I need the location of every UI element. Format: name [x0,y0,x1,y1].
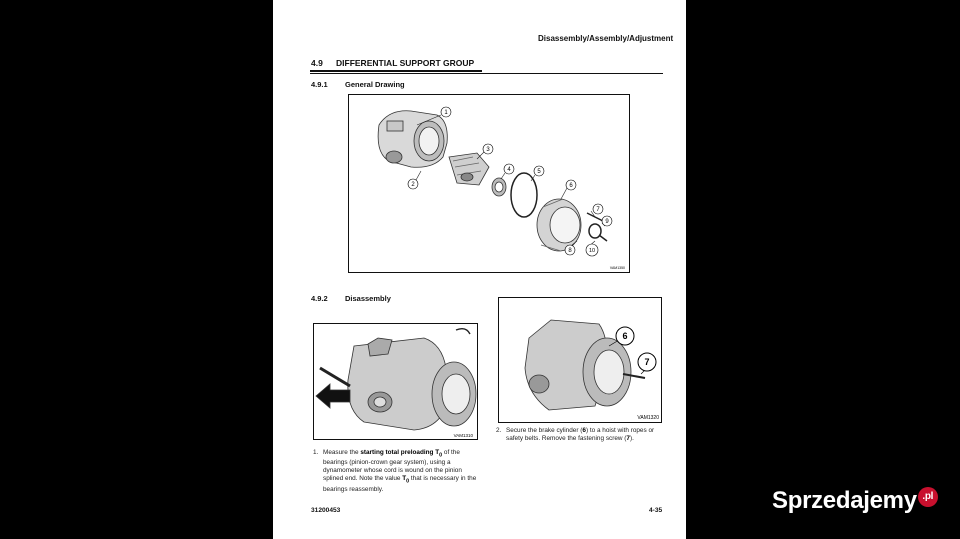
step-2-text-b: ) to a hoist with ropes or safety belts.… [506,427,655,442]
callout-9: 9 [601,215,613,227]
callout-7-label: 7 [596,207,600,213]
subsection-number-2: 4.9.2 [311,294,328,303]
callout-2-label: 2 [411,182,415,188]
photo2-callout-7: 7 [637,352,657,372]
step-2-caption: 2. Secure the brake cylinder (6) to a ho… [496,427,668,443]
watermark-tld: .pl [917,487,938,507]
step-1-bold-a: starting total preloading T0 [360,449,443,459]
photo-pinion-measurement: VAM1310 [313,323,478,440]
callout-2: 2 [407,178,419,190]
step-1-bold-text: starting total preloading T [360,449,440,456]
drawing-code: VAM1350 [610,266,625,270]
step-1-number: 1. [313,449,319,456]
callout-5-label: 5 [537,169,541,175]
callout-4-label: 4 [507,167,511,173]
step-2-ref-6: 6 [582,427,586,434]
photo2-callout-7-label: 7 [644,357,649,367]
step-2-ref-7: 7 [626,435,630,442]
callout-10: 10 [585,243,599,257]
step-2-text-a: Secure the brake cylinder ( [506,427,583,434]
watermark-logo: Sprzedajemy.pl [772,487,938,515]
step-1-sub2: 0 [406,478,410,485]
general-drawing: 1 2 3 4 5 6 7 9 8 10 VAM1350 [348,94,630,273]
step-1-caption: 1. Measure the starting total preloading… [313,449,481,494]
photo1-code: VAM1310 [454,433,474,438]
step-2-number: 2. [496,427,502,434]
step-1-text-a: Measure the [323,449,361,456]
callout-10-label: 10 [589,248,595,254]
callout-8-label: 8 [568,248,572,254]
subsection-number: 4.9.1 [311,80,328,89]
callout-6-label: 6 [569,183,573,189]
callout-4: 4 [503,163,515,175]
callout-3: 3 [482,143,494,155]
callout-6: 6 [565,179,577,191]
callout-1: 1 [440,106,452,118]
photo-brake-cylinder: 6 7 VAM1320 [498,297,662,423]
subsection-title-2: Disassembly [345,294,391,303]
brake-cylinder-illustration: 6 7 VAM1320 [524,319,659,421]
photo2-code: VAM1320 [637,415,659,421]
callout-3-label: 3 [486,147,490,153]
running-header: Disassembly/Assembly/Adjustment [538,34,674,43]
exploded-view-illustration: 1 2 3 4 5 6 7 9 8 10 VAM1350 [377,106,625,270]
subsection-title: General Drawing [345,80,405,89]
step-1-sub: 0 [439,452,443,459]
manual-page: Disassembly/Assembly/Adjustment 4.9 DIFF… [273,0,686,539]
step-2-text-c: ). [629,435,634,442]
pinion-measurement-illustration: VAM1310 [315,327,477,438]
step-1-text-c: that is necessary in the bearings reasse… [323,475,477,493]
photo2-callout-6-label: 6 [622,331,627,341]
callout-8: 8 [564,244,576,256]
callout-7: 7 [592,203,604,215]
section-rule-thin [310,73,663,74]
section-number: 4.9 [311,58,323,68]
step-1-bold2-text: T [402,475,407,483]
callout-9-label: 9 [605,219,609,225]
step-1-text-b: of the bearings (pinion-crown gear syste… [323,449,462,483]
photo2-callout-6: 6 [615,326,635,346]
callout-1-label: 1 [444,110,448,116]
step-1-bold-b: T0 [402,475,410,485]
section-title: DIFFERENTIAL SUPPORT GROUP [336,58,475,68]
callout-5: 5 [533,165,545,177]
section-rule-thick [310,70,482,72]
footer-page-number: 4-35 [649,507,663,514]
watermark-brand: Sprzedajemy [772,487,917,514]
footer-doc-number: 31200453 [311,507,341,514]
